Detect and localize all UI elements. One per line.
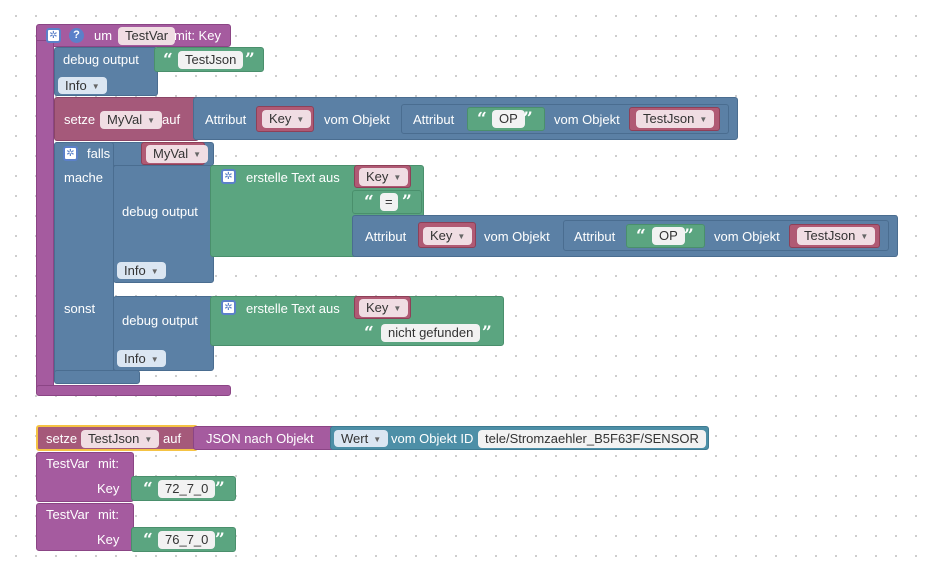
json-to-object-block[interactable] [193, 426, 338, 450]
attribute-label: Attribut [365, 229, 407, 244]
text-field[interactable]: 76_7_0 [158, 531, 216, 549]
chevron-down-icon: ▼ [147, 116, 156, 125]
do-label: mache [64, 170, 104, 185]
call-param-label: Key [97, 532, 120, 547]
call-function-name: TestVar [46, 456, 90, 471]
if-block-footer [54, 370, 140, 384]
call-param-label: Key [97, 481, 120, 496]
quote-open-icon: “ [364, 192, 374, 212]
help-icon[interactable]: ? [69, 28, 84, 43]
call-function-name: TestVar [46, 507, 90, 522]
quote-open-icon: “ [143, 479, 153, 499]
call-mit-label: mit: [98, 507, 119, 522]
procedure-prefix: um [94, 28, 113, 43]
variable-dropdown[interactable]: Key▼ [359, 299, 409, 317]
chevron-down-icon: ▼ [457, 232, 466, 241]
quote-close-icon: ” [482, 323, 492, 343]
quote-close-icon: ” [215, 530, 225, 550]
object-id-field[interactable]: tele/Stromzaehler_B5F63F/SENSOR [478, 430, 706, 448]
chevron-down-icon: ▼ [393, 304, 402, 313]
auf-label: auf [162, 112, 181, 127]
quote-close-icon: ” [402, 192, 412, 212]
gear-icon[interactable]: ✲ [221, 300, 236, 315]
object-id-label: vom Objekt ID [391, 431, 474, 446]
text-field[interactable]: TestJson [178, 51, 244, 69]
text-join-label: erstelle Text aus [246, 301, 340, 316]
else-label: sonst [64, 301, 96, 316]
quote-open-icon: “ [477, 109, 487, 129]
quote-open-icon: “ [143, 530, 153, 550]
procedure-body-rail [36, 40, 54, 392]
text-field[interactable]: = [380, 193, 398, 211]
debug-output-label: debug output [122, 313, 198, 328]
json-to-object-label: JSON nach Objekt [206, 431, 314, 446]
gear-icon[interactable]: ✲ [63, 146, 78, 161]
text-field[interactable]: nicht gefunden [381, 324, 481, 342]
vom-objekt-label: vom Objekt [324, 112, 390, 127]
procedure-params: mit: Key [174, 28, 221, 43]
variable-dropdown[interactable]: Key▼ [423, 227, 473, 245]
attribute-label: Attribut [205, 112, 247, 127]
if-label: falls [87, 146, 111, 161]
chevron-down-icon: ▼ [860, 232, 869, 241]
text-join-label: erstelle Text aus [246, 170, 340, 185]
text-field[interactable]: 72_7_0 [158, 480, 216, 498]
variable-dropdown[interactable]: TestJson▼ [636, 110, 715, 128]
if-block-rail [54, 142, 114, 378]
log-level-dropdown[interactable]: Info▼ [117, 350, 166, 367]
vom-objekt-label: vom Objekt [714, 229, 780, 244]
chevron-down-icon: ▼ [193, 150, 202, 159]
gear-icon[interactable]: ✲ [46, 28, 61, 43]
procedure-call-block-1[interactable] [36, 452, 134, 502]
log-level-dropdown[interactable]: Info▼ [58, 77, 107, 94]
chevron-down-icon: ▼ [150, 267, 159, 276]
text-field[interactable]: OP [652, 227, 685, 245]
gear-icon[interactable]: ✲ [221, 169, 236, 184]
variable-dropdown[interactable]: Key▼ [359, 168, 409, 186]
text-field[interactable]: OP [492, 110, 525, 128]
debug-output-label: debug output [63, 52, 139, 67]
variable-dropdown[interactable]: TestJson▼ [797, 227, 876, 245]
debug-output-label: debug output [122, 204, 198, 219]
procedure-footer [36, 385, 231, 396]
chevron-down-icon: ▼ [699, 115, 708, 124]
vom-objekt-label: vom Objekt [554, 112, 620, 127]
quote-open-icon: “ [163, 50, 173, 70]
quote-open-icon: “ [364, 323, 374, 343]
procedure-name-field[interactable]: TestVar [118, 27, 176, 45]
log-level-dropdown[interactable]: Info▼ [117, 262, 166, 279]
variable-dropdown[interactable]: MyVal▼ [100, 111, 163, 129]
procedure-call-block-2[interactable] [36, 503, 134, 551]
variable-dropdown[interactable]: TestJson▼ [81, 430, 160, 448]
vom-objekt-label: vom Objekt [484, 229, 550, 244]
quote-close-icon: ” [245, 50, 255, 70]
chevron-down-icon: ▼ [373, 435, 382, 444]
value-type-dropdown[interactable]: Wert▼ [334, 430, 389, 447]
variable-dropdown[interactable]: Key▼ [262, 110, 312, 128]
chevron-down-icon: ▼ [393, 173, 402, 182]
quote-close-icon: ” [684, 226, 694, 246]
chevron-down-icon: ▼ [296, 115, 305, 124]
attribute-label: Attribut [574, 229, 616, 244]
chevron-down-icon: ▼ [91, 82, 100, 91]
variable-dropdown[interactable]: MyVal▼ [146, 145, 209, 163]
attribute-label: Attribut [413, 112, 455, 127]
set-label: setze [46, 431, 78, 446]
chevron-down-icon: ▼ [150, 355, 159, 364]
quote-open-icon: “ [636, 226, 646, 246]
quote-close-icon: ” [215, 479, 225, 499]
auf-label: auf [163, 431, 182, 446]
set-label: setze [64, 112, 96, 127]
quote-close-icon: ” [523, 109, 533, 129]
call-mit-label: mit: [98, 456, 119, 471]
chevron-down-icon: ▼ [144, 435, 153, 444]
